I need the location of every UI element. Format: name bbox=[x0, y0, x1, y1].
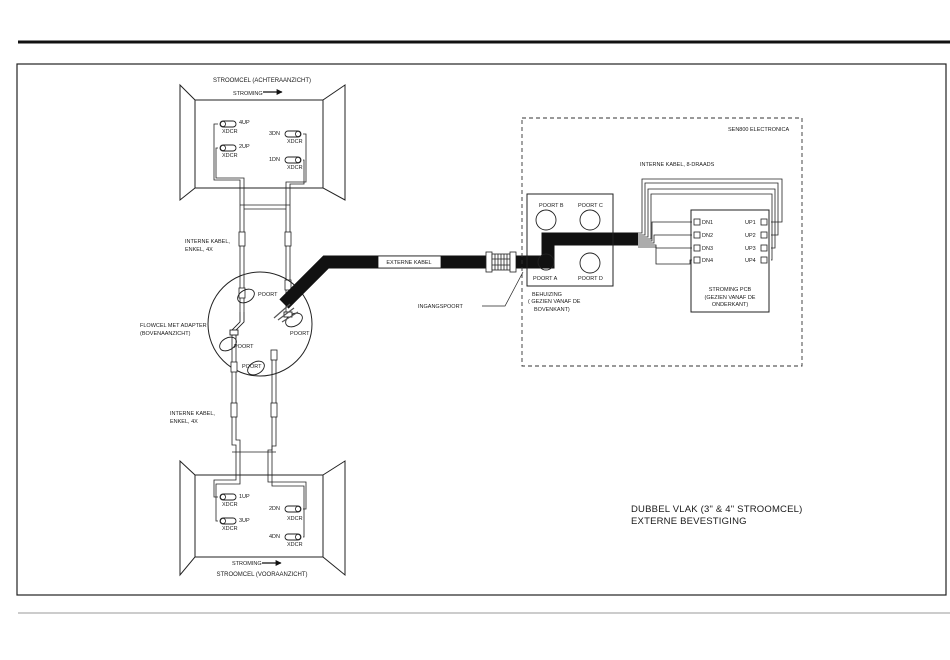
flowcell-adapter-label-line2: (BOVENAANZICHT) bbox=[140, 331, 191, 337]
svg-text:2UP: 2UP bbox=[239, 144, 250, 150]
svg-text:1UP: 1UP bbox=[239, 494, 250, 500]
svg-text:4DN: 4DN bbox=[269, 534, 280, 540]
entry-port-label: INGANGSPOORT bbox=[418, 304, 463, 310]
top-flow-cell bbox=[179, 83, 346, 202]
caption-line-1: DUBBEL VLAK (3" & 4" STROOMCEL) bbox=[631, 504, 803, 515]
internal-cable-top-line1: INTERNE KABEL, bbox=[185, 239, 230, 245]
housing-label-2: ( GEZIEN VANAF DE bbox=[528, 299, 581, 305]
adapter-port-label-3: POORT bbox=[234, 344, 254, 350]
svg-text:XDCR: XDCR bbox=[287, 516, 303, 522]
bottom-internal-wires bbox=[213, 338, 307, 538]
housing-port-b: POORT B bbox=[539, 203, 564, 209]
bottom-sensor-2dn: 2DN XDCR bbox=[269, 505, 303, 522]
entry-port-leader bbox=[482, 271, 524, 307]
internal-cable-bottom-line1: INTERNE KABEL, bbox=[170, 411, 215, 417]
housing-ports bbox=[535, 209, 601, 274]
pcb-pin-dn1: DN1 bbox=[702, 220, 713, 226]
flowcell-adapter-circle bbox=[207, 271, 313, 377]
bottom-sensor-4dn: 4DN XDCR bbox=[269, 533, 303, 548]
top-flow-label: STROMING bbox=[233, 91, 263, 97]
svg-text:XDCR: XDCR bbox=[222, 153, 238, 159]
svg-text:3DN: 3DN bbox=[269, 131, 280, 137]
adapter-port-label-1: POORT bbox=[258, 292, 278, 298]
electronics-boundary bbox=[521, 117, 803, 367]
top-cell-title: STROOMCEL (ACHTERAANZICHT) bbox=[213, 78, 311, 84]
bottom-sensor-1up: 1UP XDCR bbox=[219, 493, 250, 508]
bottom-cell-title: STROOMCEL (VOORAANZICHT) bbox=[216, 572, 307, 578]
svg-text:XDCR: XDCR bbox=[287, 139, 303, 145]
pcb-label-1: STROMING PCB bbox=[709, 287, 752, 293]
bottom-flow-cell bbox=[179, 459, 346, 577]
svg-text:3UP: 3UP bbox=[239, 518, 250, 524]
housing-port-a: POORT A bbox=[533, 276, 558, 282]
housing-label-3: BOVENKANT) bbox=[534, 307, 570, 313]
svg-text:2DN: 2DN bbox=[269, 506, 280, 512]
cable-connector bbox=[485, 251, 517, 273]
electronics-title: SEN800 ELECTRONICA bbox=[728, 127, 789, 133]
svg-text:XDCR: XDCR bbox=[287, 165, 303, 171]
bottom-flow-label: STROMING bbox=[232, 561, 262, 567]
pcb-pin-dn3: DN3 bbox=[702, 246, 713, 252]
top-sensor-3dn: 3DN XDCR bbox=[269, 130, 303, 145]
external-cable bbox=[273, 255, 492, 323]
internal-cable-top-line2: ENKEL, 4X bbox=[185, 247, 213, 253]
svg-text:4UP: 4UP bbox=[239, 120, 250, 126]
adapter-port-label-4: POORT bbox=[242, 364, 262, 370]
svg-text:XDCR: XDCR bbox=[222, 129, 238, 135]
housing-port-c: POORT C bbox=[578, 203, 603, 209]
housing-label-1: BEHUIZING bbox=[532, 292, 562, 298]
pcb-pin-boxes bbox=[693, 218, 768, 264]
svg-text:1DN: 1DN bbox=[269, 157, 280, 163]
top-internal-wires bbox=[213, 123, 307, 312]
external-cable-inside bbox=[516, 232, 638, 269]
flow-pcb bbox=[690, 209, 770, 313]
top-sensor-4up: 4UP XDCR bbox=[219, 120, 250, 135]
pcb-label-2: (GEZIEN VANAF DE bbox=[705, 295, 756, 301]
adapter-port-label-2: POORT bbox=[290, 331, 310, 337]
pcb-label-3: ONDERKANT) bbox=[712, 302, 749, 308]
caption-line-2: EXTERNE BEVESTIGING bbox=[631, 516, 747, 527]
svg-text:XDCR: XDCR bbox=[222, 526, 238, 532]
pcb-pin-up2: UP2 bbox=[745, 233, 756, 239]
svg-text:XDCR: XDCR bbox=[222, 502, 238, 508]
internal-8wire-cable bbox=[638, 178, 783, 265]
housing-port-d: POORT D bbox=[578, 276, 603, 282]
adapter-ports bbox=[219, 288, 303, 376]
external-cable-label: EXTERNE KABEL bbox=[386, 260, 431, 266]
top-sensor-2up: 2UP XDCR bbox=[219, 144, 250, 159]
top-sensor-1dn: 1DN XDCR bbox=[269, 156, 303, 171]
pcb-pin-dn2: DN2 bbox=[702, 233, 713, 239]
internal-cable-bottom-line2: ENKEL, 4X bbox=[170, 419, 198, 425]
pcb-pin-up3: UP3 bbox=[745, 246, 756, 252]
bottom-sensor-3up: 3UP XDCR bbox=[219, 517, 250, 532]
housing bbox=[526, 193, 614, 287]
flowcell-adapter-label-line1: FLOWCEL MET ADAPTER bbox=[140, 323, 207, 329]
pcb-pin-up1: UP1 bbox=[745, 220, 756, 226]
pcb-pin-up4: UP4 bbox=[745, 258, 756, 264]
svg-text:XDCR: XDCR bbox=[287, 542, 303, 548]
pcb-pin-dn4: DN4 bbox=[702, 258, 713, 264]
internal-8wire-label: INTERNE KABEL, 8-DRAADS bbox=[640, 162, 715, 168]
drawing-frame bbox=[16, 63, 947, 596]
